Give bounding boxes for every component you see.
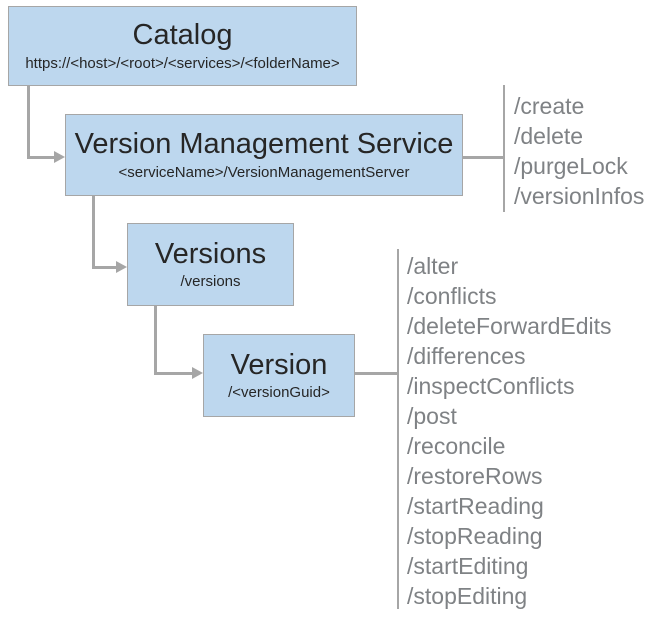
node-version-management-service-title: Version Management Service <box>74 128 454 161</box>
connector-version-operations <box>355 372 398 375</box>
connector-versions-version-vertical <box>154 306 157 375</box>
operation-item: /inspectConflicts <box>407 373 575 399</box>
operation-item: /startEditing <box>407 553 529 579</box>
operation-item: /stopEditing <box>407 583 528 609</box>
node-version: Version /<versionGuid> <box>203 334 355 417</box>
connector-vms-operations <box>463 156 504 159</box>
operation-item: /deleteForwardEdits <box>407 313 612 339</box>
connector-versions-version-horizontal <box>154 372 192 375</box>
node-catalog: Catalog https://<host>/<root>/<services>… <box>8 6 357 86</box>
operation-item: /startReading <box>407 493 544 519</box>
divider-version-operations <box>396 249 399 609</box>
operation-item: /purgeLock <box>514 153 628 179</box>
operation-item: /stopReading <box>407 523 543 549</box>
node-version-subtitle: /<versionGuid> <box>228 384 330 402</box>
operation-item: /post <box>407 403 457 429</box>
node-versions-title: Versions <box>154 237 267 270</box>
operation-item: /create <box>514 93 585 119</box>
connector-vms-versions-vertical <box>92 196 95 269</box>
operation-item: /differences <box>407 343 526 369</box>
node-version-management-service-subtitle: <serviceName>/VersionManagementServer <box>118 163 410 181</box>
node-versions: Versions /versions <box>127 223 294 306</box>
arrowhead-catalog-vms-icon <box>54 150 65 163</box>
node-version-title: Version <box>230 348 328 381</box>
operation-item: /reconcile <box>407 433 506 459</box>
divider-vms-operations <box>502 85 505 212</box>
node-version-management-service: Version Management Service <serviceName>… <box>65 114 463 196</box>
connector-vms-versions-horizontal <box>92 266 116 269</box>
operation-item: /conflicts <box>407 283 497 309</box>
node-versions-subtitle: /versions <box>180 273 241 291</box>
operation-item: /alter <box>407 253 459 279</box>
arrowhead-versions-version-icon <box>192 366 203 379</box>
node-catalog-subtitle: https://<host>/<root>/<services>/<folder… <box>25 54 340 72</box>
operation-item: /restoreRows <box>407 463 543 489</box>
arrowhead-vms-versions-icon <box>116 260 127 273</box>
connector-catalog-vms-vertical <box>27 86 30 159</box>
operation-item: /delete <box>514 123 584 149</box>
version-operations-list: /alter /conflicts /deleteForwardEdits /d… <box>407 251 612 611</box>
node-catalog-title: Catalog <box>132 19 233 52</box>
operation-item: /versionInfos <box>514 183 645 209</box>
connector-catalog-vms-horizontal <box>27 156 54 159</box>
vms-operations-list: /create /delete /purgeLock /versionInfos <box>514 91 644 211</box>
